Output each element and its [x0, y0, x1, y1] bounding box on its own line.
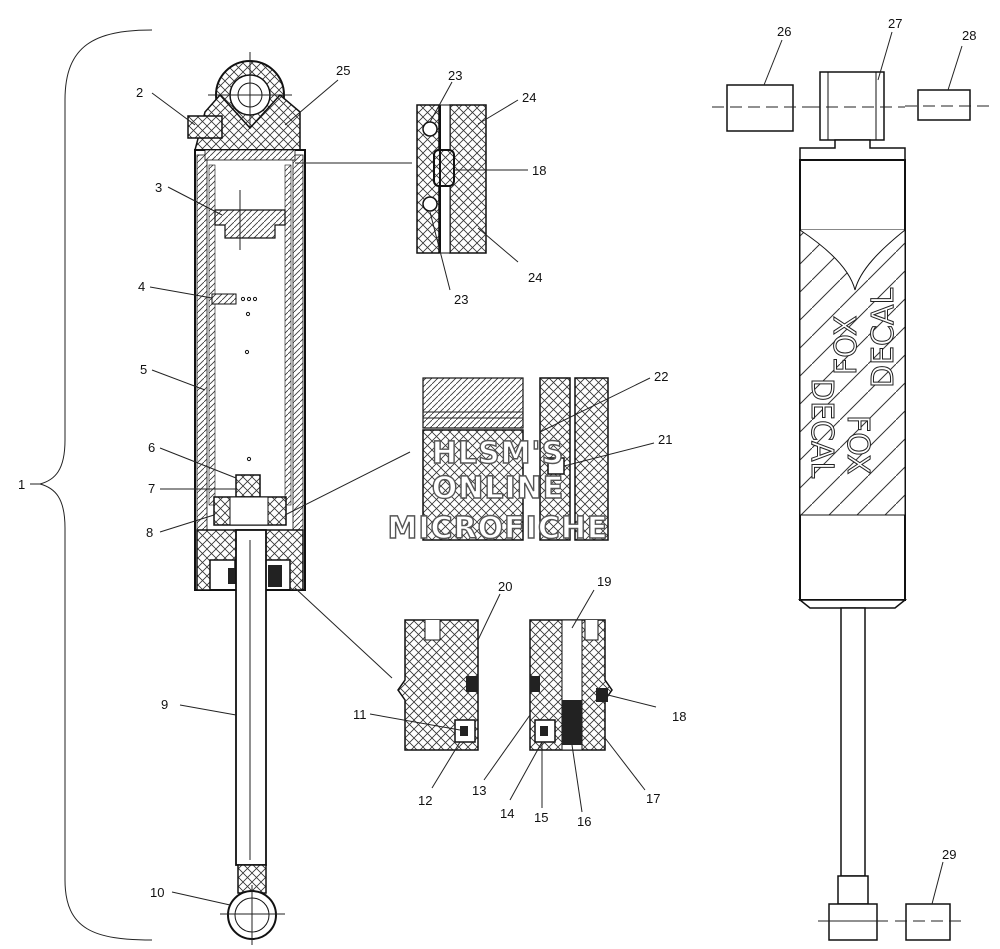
callout-10: 10	[150, 885, 164, 900]
callout-23-bottom: 23	[454, 292, 468, 307]
callout-7: 7	[148, 481, 155, 496]
decal-text-1: DECAL	[804, 378, 839, 479]
callout-24-bottom: 24	[528, 270, 542, 285]
callout-18-lower: 18	[672, 709, 686, 724]
external-shock-view	[712, 71, 990, 941]
assembly-bracket	[38, 29, 153, 941]
callout-24-top: 24	[522, 90, 536, 105]
callout-16: 16	[577, 814, 591, 829]
callout-19: 19	[597, 574, 611, 589]
callout-26: 26	[777, 24, 791, 39]
callout-23-top: 23	[448, 68, 462, 83]
decal-text-4: FOX	[829, 315, 864, 375]
detail-seal-top	[416, 104, 487, 254]
callout-8: 8	[146, 525, 153, 540]
watermark-line-1: HLSM'S	[432, 436, 564, 471]
callout-1: 1	[18, 477, 25, 492]
callout-11: 11	[353, 707, 367, 722]
callout-13: 13	[472, 783, 486, 798]
watermark-line-2: ONLINE	[432, 471, 565, 506]
callout-9: 9	[161, 697, 168, 712]
detail-seal-head-left	[397, 619, 479, 751]
callout-2: 2	[136, 85, 143, 100]
detail-piston-seal	[422, 377, 609, 541]
main-shock-cutaway	[187, 52, 306, 945]
callout-17: 17	[646, 791, 660, 806]
callout-28: 28	[962, 28, 976, 43]
callout-27: 27	[888, 16, 902, 31]
callout-22: 22	[654, 369, 668, 384]
callout-12: 12	[418, 793, 432, 808]
callout-20: 20	[498, 579, 512, 594]
callout-29: 29	[942, 847, 956, 862]
callout-3: 3	[155, 180, 162, 195]
callout-5: 5	[140, 362, 147, 377]
callout-25: 25	[336, 63, 350, 78]
decal-text-2: FOX	[840, 415, 875, 475]
callout-6: 6	[148, 440, 155, 455]
callout-14: 14	[500, 806, 514, 821]
callout-15: 15	[534, 810, 548, 825]
callout-21: 21	[658, 432, 672, 447]
callout-18-top: 18	[532, 163, 546, 178]
watermark-line-3: MICROFICHE	[388, 511, 609, 546]
leader-lines	[30, 31, 963, 906]
decal-text-3: DECAL	[866, 287, 901, 388]
callout-4: 4	[138, 279, 145, 294]
detail-seal-head-right	[529, 619, 613, 751]
